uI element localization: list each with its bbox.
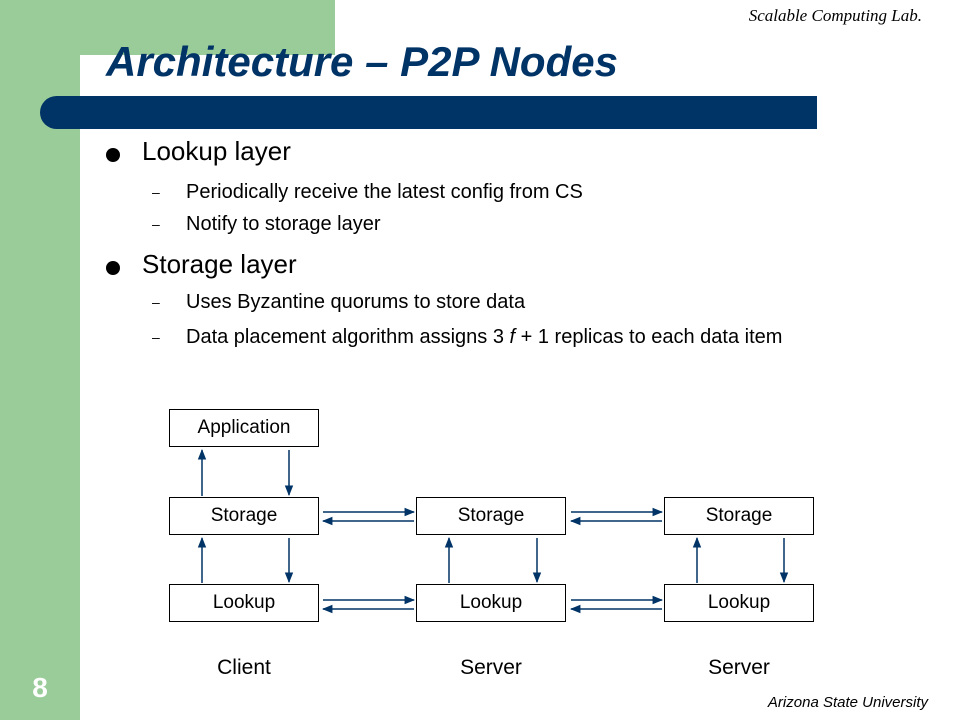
bullet-dot-icon	[106, 261, 120, 275]
subitem-text: Data placement algorithm assigns 3 f + 1…	[186, 325, 946, 350]
bullet-text: Lookup layer	[142, 136, 291, 166]
column-label-client: Client	[217, 656, 271, 679]
subitem-text: Notify to storage layer	[186, 213, 381, 235]
university-name: Arizona State University	[767, 694, 928, 711]
dash-icon: –	[152, 184, 160, 200]
variable-f: f	[509, 326, 516, 348]
server-storage-box: Storage	[664, 497, 814, 535]
slide-title: Architecture – P2P Nodes	[106, 38, 618, 85]
column-label-server: Server	[460, 656, 522, 679]
dash-icon: –	[152, 294, 160, 310]
application-box: Application	[169, 409, 319, 447]
subitem-text: Uses Byzantine quorums to store data	[186, 291, 526, 313]
server-lookup-box: Lookup	[416, 584, 566, 622]
client-storage-box: Storage	[169, 497, 319, 535]
bullet-text: Storage layer	[142, 249, 297, 279]
bullet-dot-icon	[106, 148, 120, 162]
client-lookup-box: Lookup	[169, 584, 319, 622]
dash-icon: –	[152, 216, 160, 232]
subitem-text-part: Data placement algorithm assigns 3	[186, 326, 510, 348]
server-storage-box: Storage	[416, 497, 566, 535]
column-label-server: Server	[708, 656, 770, 679]
slide-number: 8	[32, 672, 48, 703]
server-lookup-box: Lookup	[664, 584, 814, 622]
title-underline-bar	[40, 96, 817, 129]
lab-name: Scalable Computing Lab.	[748, 6, 922, 25]
dash-icon: –	[152, 329, 160, 345]
subitem-text: Periodically receive the latest config f…	[186, 181, 583, 203]
subitem-text-part: + 1 replicas to each data item	[515, 326, 783, 348]
top-decorative-band	[80, 0, 335, 55]
